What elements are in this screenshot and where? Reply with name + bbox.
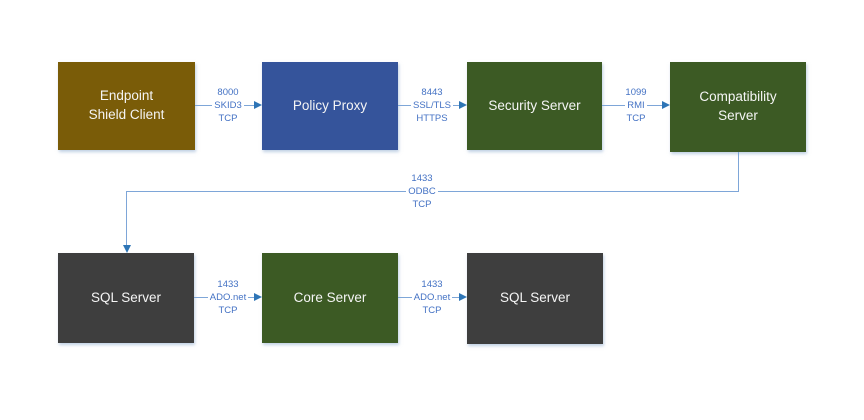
transport-label: TCP xyxy=(626,113,646,124)
node-security-server: Security Server xyxy=(467,62,602,150)
protocol-label: ODBC xyxy=(406,185,438,198)
connector-label: 8443 SSL/TLS HTTPS xyxy=(400,86,464,125)
protocol-label: SSL/TLS xyxy=(410,99,454,112)
transport-label: TCP xyxy=(422,305,442,316)
port-label: 8443 xyxy=(421,87,443,98)
connector-line xyxy=(738,152,739,192)
protocol-label: SKID3 xyxy=(212,99,244,112)
connector-label: 1433 ADO.net TCP xyxy=(196,278,260,317)
connector-line xyxy=(126,191,127,245)
node-core-server: Core Server xyxy=(262,253,398,343)
arrowhead-right-icon xyxy=(459,101,467,109)
port-label: 1433 xyxy=(411,173,433,184)
connector-label: 1433 ODBC TCP xyxy=(390,172,454,211)
port-label: 1099 xyxy=(625,87,647,98)
protocol-label: RMI xyxy=(625,99,647,112)
arrowhead-right-icon xyxy=(459,293,467,301)
transport-label: TCP xyxy=(218,113,238,124)
node-sql-server-1: SQL Server xyxy=(58,253,194,343)
protocol-label: ADO.net xyxy=(207,291,249,304)
node-compatibility-server: Compatibility Server xyxy=(670,62,806,152)
connector-label: 1433 ADO.net TCP xyxy=(400,278,464,317)
port-label: 8000 xyxy=(217,87,239,98)
transport-label: TCP xyxy=(412,199,432,210)
node-sql-server-2: SQL Server xyxy=(467,253,603,344)
port-label: 1433 xyxy=(421,279,443,290)
arrowhead-right-icon xyxy=(254,101,262,109)
transport-label: HTTPS xyxy=(416,113,448,124)
node-policy-proxy: Policy Proxy xyxy=(262,62,398,150)
node-endpoint-shield-client: Endpoint Shield Client xyxy=(58,62,195,150)
port-label: 1433 xyxy=(217,279,239,290)
connector-label: 8000 SKID3 TCP xyxy=(196,86,260,125)
connector-label: 1099 RMI TCP xyxy=(604,86,668,125)
transport-label: TCP xyxy=(218,305,238,316)
arrowhead-right-icon xyxy=(254,293,262,301)
protocol-label: ADO.net xyxy=(411,291,453,304)
arrowhead-down-icon xyxy=(123,245,131,253)
arrowhead-right-icon xyxy=(662,101,670,109)
